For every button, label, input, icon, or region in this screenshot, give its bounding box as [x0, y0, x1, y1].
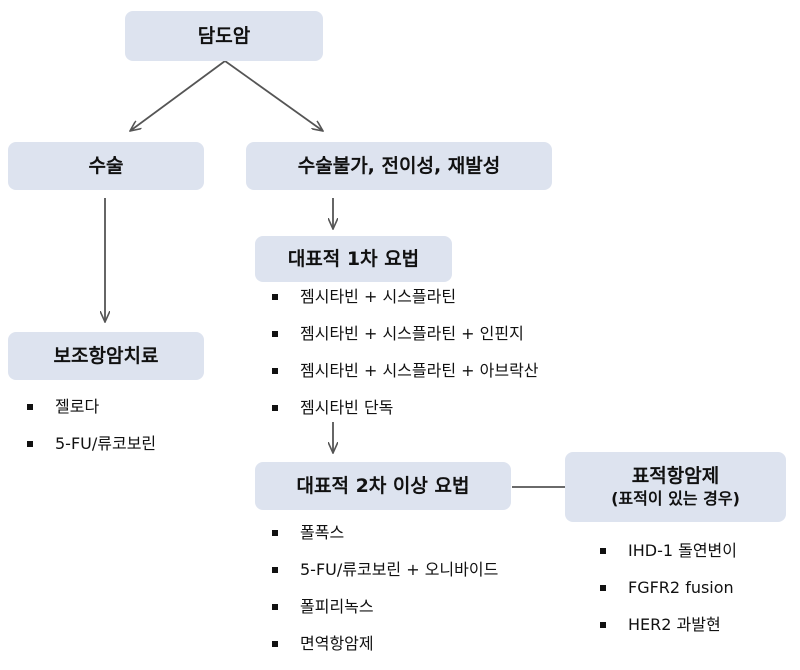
node-second-line-label: 대표적 2차 이상 요법	[296, 474, 470, 497]
node-surgery: 수술	[8, 142, 204, 190]
list-item: FGFR2 fusion	[600, 577, 737, 614]
bullet-marker	[272, 530, 278, 536]
bullet-marker	[600, 548, 606, 554]
list-item: HER2 과발현	[600, 614, 737, 651]
bullet-marker	[600, 622, 606, 628]
list-item: 폴피리녹스	[272, 596, 498, 633]
second-line-list: 폴폭스 5-FU/류코보린 + 오니바이드 폴피리녹스 면역항암제	[272, 522, 498, 670]
targeted-list: IHD-1 돌연변이 FGFR2 fusion HER2 과발현	[600, 540, 737, 651]
bullet-marker	[272, 604, 278, 610]
list-item: 젬시타빈 + 시스플라틴 + 아브락산	[272, 360, 539, 397]
node-targeted-therapy: 표적항암제 (표적이 있는 경우)	[565, 452, 786, 522]
adjuvant-list: 젤로다 5-FU/류코보린	[27, 396, 156, 470]
node-unresectable-label: 수술불가, 전이성, 재발성	[297, 154, 501, 177]
bullet-marker	[272, 641, 278, 647]
arrow-root-to-unresectable	[224, 60, 323, 131]
node-cholangiocarcinoma-label: 담도암	[197, 24, 251, 47]
list-item: 젬시타빈 + 시스플라틴 + 인핀지	[272, 323, 539, 360]
node-unresectable: 수술불가, 전이성, 재발성	[246, 142, 552, 190]
bullet-marker	[600, 585, 606, 591]
list-item: 젬시타빈 단독	[272, 397, 539, 434]
node-targeted-therapy-title: 표적항암제	[631, 465, 720, 488]
node-adjuvant-chemo-label: 보조항암치료	[53, 344, 159, 367]
node-second-line: 대표적 2차 이상 요법	[255, 462, 511, 510]
list-item: 5-FU/류코보린 + 오니바이드	[272, 559, 498, 596]
first-line-list: 젬시타빈 + 시스플라틴 젬시타빈 + 시스플라틴 + 인핀지 젬시타빈 + 시…	[272, 286, 539, 434]
list-item: 5-FU/류코보린	[27, 433, 156, 470]
list-item: 면역항암제	[272, 633, 498, 670]
bullet-marker	[27, 441, 33, 447]
arrow-root-to-surgery	[130, 60, 226, 131]
list-item: 젬시타빈 + 시스플라틴	[272, 286, 539, 323]
bullet-marker	[272, 294, 278, 300]
node-adjuvant-chemo: 보조항암치료	[8, 332, 204, 380]
bullet-marker	[272, 567, 278, 573]
list-item: 폴폭스	[272, 522, 498, 559]
node-first-line: 대표적 1차 요법	[255, 236, 452, 282]
node-targeted-therapy-subtitle: (표적이 있는 경우)	[611, 488, 740, 508]
node-surgery-label: 수술	[88, 154, 124, 177]
node-first-line-label: 대표적 1차 요법	[287, 247, 420, 270]
bullet-marker	[27, 404, 33, 410]
list-item: 젤로다	[27, 396, 156, 433]
bullet-marker	[272, 331, 278, 337]
node-cholangiocarcinoma: 담도암	[125, 11, 323, 61]
bullet-marker	[272, 405, 278, 411]
bullet-marker	[272, 368, 278, 374]
list-item: IHD-1 돌연변이	[600, 540, 737, 577]
